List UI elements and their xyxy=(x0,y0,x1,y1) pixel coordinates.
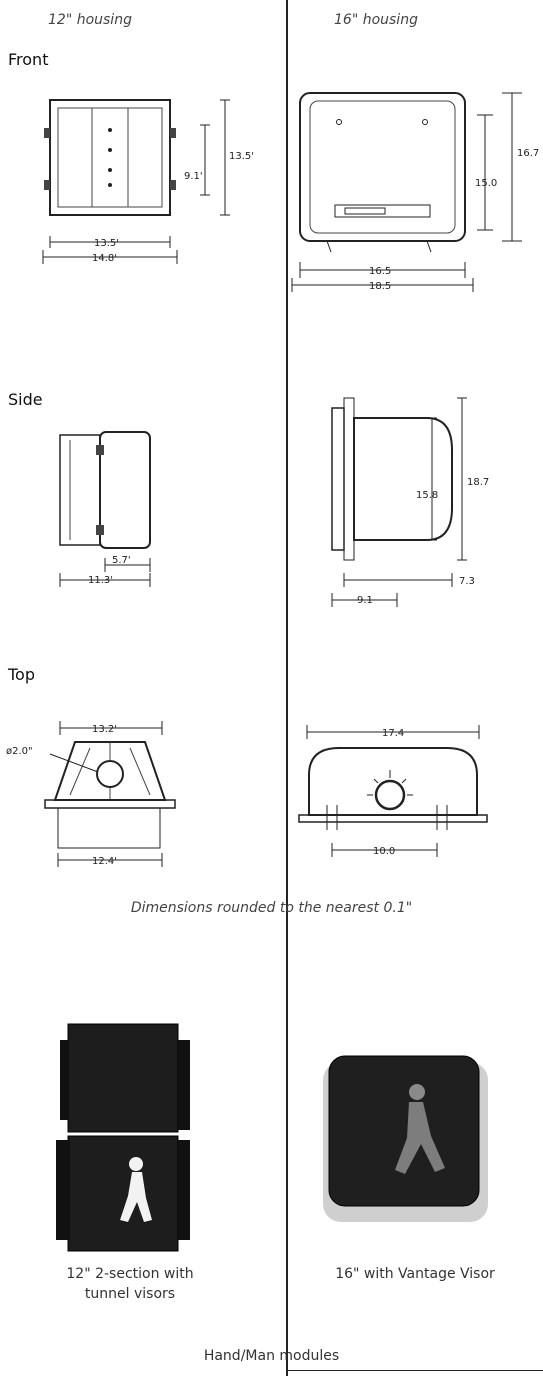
front-16-drawing: 16.7 15.0 16.5 18.5 xyxy=(291,92,539,292)
front12-height-inner-label: 9.1' xyxy=(184,171,203,182)
section-side-label: Side xyxy=(8,390,43,409)
front16-width-outer-label: 18.5 xyxy=(369,281,391,292)
footer-rule xyxy=(287,1370,543,1371)
top12-diameter-label: ø2.0" xyxy=(6,746,33,757)
caption-12-line2: tunnel visors xyxy=(84,1286,176,1302)
dimensions-note: Dimensions rounded to the nearest 0.1" xyxy=(130,900,413,916)
top16-width-top-label: 17.4 xyxy=(382,728,404,739)
top-12-drawing: 13.2' ø2.0" 12.4' xyxy=(6,721,176,867)
caption-12-inch: 12" 2-section with tunnel visors xyxy=(30,1264,230,1304)
header-12-housing: 12" housing xyxy=(48,12,132,28)
section-top-label: Top xyxy=(8,665,35,684)
top12-width-bottom-label: 12.4' xyxy=(92,856,117,867)
side16-depth-outer-label: 9.1 xyxy=(357,595,373,606)
top12-width-top-label: 13.2' xyxy=(92,724,117,735)
side-16-drawing: 18.7 15.8 7.3 9.1 xyxy=(331,397,489,607)
photo-16-ped-signal xyxy=(323,1055,488,1222)
column-divider xyxy=(286,0,288,1376)
top-16-drawing: 17.4 10.0 xyxy=(298,725,488,857)
footer-label: Hand/Man modules xyxy=(203,1348,340,1364)
front12-width-inner-label: 13.5' xyxy=(94,238,119,249)
side16-height-inner-label: 15.8 xyxy=(416,490,438,501)
side12-depth-outer-label: 11.3' xyxy=(88,575,113,586)
top16-width-bottom-label: 10.0 xyxy=(373,846,395,857)
front12-height-outer-label: 13.5' xyxy=(229,151,254,162)
front16-height-inner-label: 15.0 xyxy=(475,178,497,189)
header-16-housing: 16" housing xyxy=(334,12,418,28)
front12-width-outer-label: 14.8' xyxy=(92,253,117,264)
front-12-drawing: 13.5' 9.1' 13.5' 14.8' xyxy=(42,99,254,264)
photo-12-ped-signal xyxy=(56,1023,190,1252)
side12-depth-inner-label: 5.7' xyxy=(112,555,131,566)
section-front-label: Front xyxy=(8,50,49,69)
front16-height-outer-label: 16.7 xyxy=(517,148,539,159)
side16-depth-inner-label: 7.3 xyxy=(459,576,475,587)
side-12-drawing: 5.7' 11.3' xyxy=(59,431,151,587)
front16-width-inner-label: 16.5 xyxy=(369,266,391,277)
caption-16-inch: 16" with Vantage Visor xyxy=(335,1266,495,1282)
caption-12-line1: 12" 2-section with xyxy=(66,1266,194,1282)
side16-height-outer-label: 18.7 xyxy=(467,477,489,488)
